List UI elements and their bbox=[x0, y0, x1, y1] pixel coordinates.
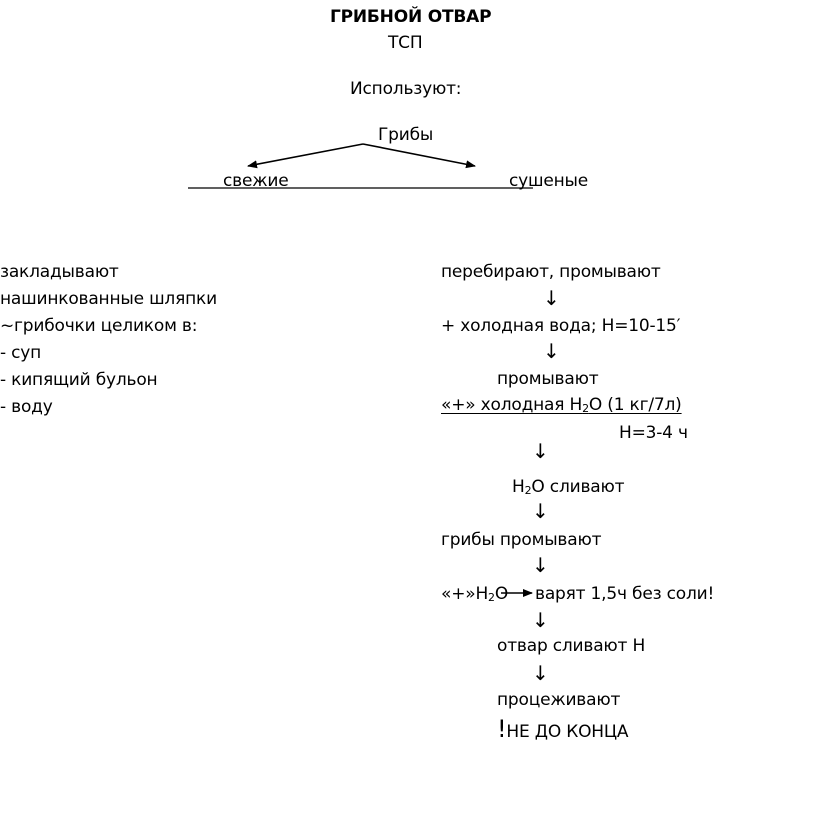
step-text: «+» холодная Н bbox=[441, 395, 583, 415]
dried-step-cold-water: + холодная вода; Н=10-15′ bbox=[441, 316, 680, 336]
step-text: О сливают bbox=[531, 477, 625, 497]
branch-dried: сушеные bbox=[509, 171, 589, 191]
dried-step-strain: процеживают bbox=[497, 690, 621, 710]
dried-soak-time: Н=3-4 ч bbox=[619, 423, 688, 443]
down-arrow-icon: ↓ bbox=[532, 553, 549, 577]
fresh-line: - воду bbox=[0, 397, 53, 417]
fresh-line: - кипящий бульон bbox=[0, 370, 158, 390]
down-arrow-icon: ↓ bbox=[532, 608, 549, 632]
dried-step-drain-water: Н2О сливают bbox=[512, 477, 625, 497]
dried-step-boil: варят 1,5ч без соли! bbox=[535, 584, 715, 604]
dried-step-add-water: «+»Н2О bbox=[441, 584, 508, 604]
step-text: + холодная вода; Н=10-15 bbox=[441, 316, 677, 336]
branch-arrow-right bbox=[362, 143, 476, 169]
dried-step-drain-broth: отвар сливают Н bbox=[497, 636, 646, 656]
branch-fresh: свежие bbox=[223, 171, 289, 191]
page-subtitle: ТСП bbox=[388, 33, 423, 53]
dried-step-rinse: промывают bbox=[497, 369, 599, 389]
dried-step-sort-rinse: перебирают, промывают bbox=[441, 262, 661, 282]
fresh-line: закладывают bbox=[0, 262, 119, 282]
branch-arrow-left bbox=[247, 143, 364, 169]
step-text: Н bbox=[512, 477, 525, 497]
down-arrow-icon: ↓ bbox=[543, 286, 560, 310]
down-arrow-icon: ↓ bbox=[532, 499, 549, 523]
fresh-line: - суп bbox=[0, 343, 42, 363]
tree-root-mushrooms: Грибы bbox=[378, 125, 434, 145]
dried-step-soak: «+» холодная Н2О (1 кг/7л) bbox=[441, 395, 682, 415]
fresh-line: нашинкованные шляпки bbox=[0, 289, 217, 309]
down-arrow-icon: ↓ bbox=[532, 439, 549, 463]
subscript: 2 bbox=[488, 591, 495, 604]
fresh-line: ~грибочки целиком в: bbox=[0, 316, 198, 336]
down-arrow-icon: ↓ bbox=[543, 339, 560, 363]
warning-icon: ! bbox=[497, 715, 507, 743]
down-arrow-icon: ↓ bbox=[532, 661, 549, 685]
step-text: О bbox=[494, 584, 509, 604]
step-text: «+»Н bbox=[441, 584, 489, 604]
step-text: О (1 кг/7л) bbox=[588, 395, 682, 415]
minutes-mark: ′ bbox=[676, 316, 681, 336]
dried-step-rinse-mushrooms: грибы промывают bbox=[441, 530, 602, 550]
warning-text: НЕ ДО КОНЦА bbox=[506, 722, 629, 742]
warning-note: !НЕ ДО КОНЦА bbox=[497, 717, 629, 742]
uses-label: Используют: bbox=[350, 79, 462, 99]
page-title: ГРИБНОЙ ОТВАР bbox=[330, 7, 492, 27]
subscript: 2 bbox=[524, 484, 532, 497]
subscript: 2 bbox=[582, 402, 589, 415]
